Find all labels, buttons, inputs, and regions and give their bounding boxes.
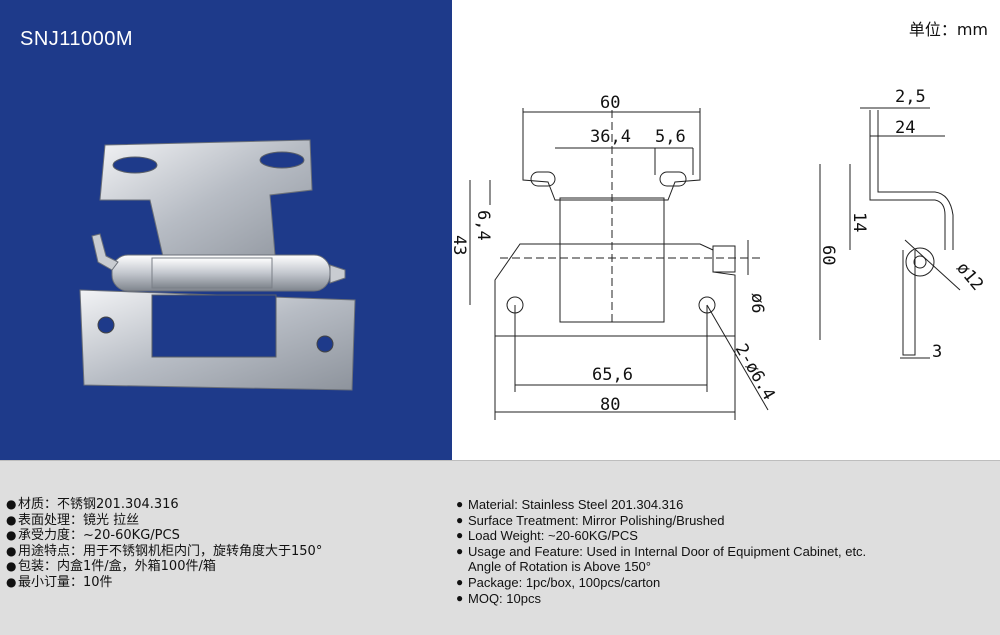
spec-panel: 材质：不锈钢201.304.316 表面处理：镜光 拉丝 承受力度：~20-60…: [0, 460, 1000, 635]
dim-height: 60: [818, 245, 838, 265]
spec-cn-surface: 表面处理：镜光 拉丝: [6, 513, 322, 529]
spec-en-moq: MOQ: 10pcs: [456, 591, 866, 607]
dim-hole-pitch: 65,6: [592, 365, 633, 385]
dim-height-total: 43: [452, 235, 469, 255]
dim-slot-pitch: 36,4: [590, 127, 631, 147]
unit-label: 单位：mm: [908, 20, 988, 39]
product-photo-panel: SNJ11000M: [0, 0, 452, 460]
spec-en-usage-cont: Angle of Rotation is Above 150°: [468, 559, 651, 575]
dim-thickness: 2,5: [895, 87, 926, 107]
model-code: SNJ11000M: [20, 28, 134, 50]
spec-en-load: Load Weight: ~20-60KG/PCS: [456, 528, 866, 544]
dim-depth: 24: [895, 118, 915, 138]
dim-slot-width: 5,6: [655, 127, 686, 147]
dim-hole-dia: 2-ø6.4: [731, 341, 779, 404]
spec-cn-moq: 最小订量：10件: [6, 575, 322, 591]
spec-en-material: Material: Stainless Steel 201.304.316: [456, 497, 866, 513]
technical-drawing: 60 36,4 5,6 6,4 43 65,6 80 ø6 2-ø6.4 2,5…: [452, 87, 987, 420]
dim-knuckle-dia: ø12: [952, 258, 987, 294]
spec-en-usage: Usage and Feature: Used in Internal Door…: [456, 544, 866, 560]
hinge-photo: [79, 139, 356, 391]
dim-plate: 3: [932, 342, 942, 362]
spec-list-en: Material: Stainless Steel 201.304.316 Su…: [456, 497, 866, 606]
spec-list-cn: 材质：不锈钢201.304.316 表面处理：镜光 拉丝 承受力度：~20-60…: [6, 497, 322, 591]
spec-en-surface: Surface Treatment: Mirror Polishing/Brus…: [456, 513, 866, 529]
dim-height-small: 6,4: [473, 210, 493, 241]
dim-pin-dia: ø6: [747, 293, 767, 313]
spec-cn-usage: 用途特点：用于不锈钢机柜内门，旋转角度大于150°: [6, 544, 322, 560]
dim-width-bottom: 80: [600, 395, 620, 415]
spec-cn-material: 材质：不锈钢201.304.316: [6, 497, 322, 513]
spec-cn-package: 包装：内盒1件/盒，外箱100件/箱: [6, 559, 322, 575]
dim-offset: 14: [849, 212, 869, 232]
spec-en-package: Package: 1pc/box, 100pcs/carton: [456, 575, 866, 591]
dim-width-top: 60: [600, 93, 620, 113]
spec-cn-load: 承受力度：~20-60KG/PCS: [6, 528, 322, 544]
